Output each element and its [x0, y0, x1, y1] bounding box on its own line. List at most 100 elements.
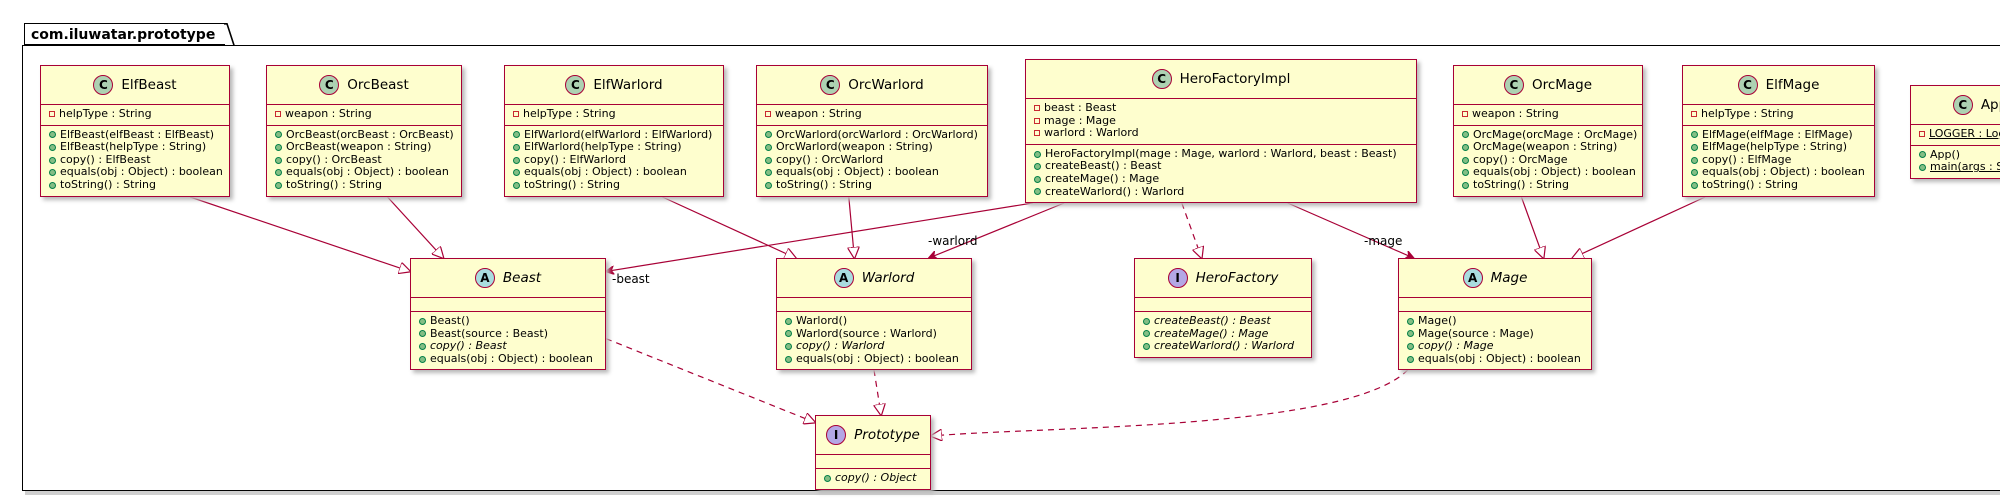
class-badge-icon: C [1952, 95, 1973, 115]
member-text: mage : Mage [1044, 113, 1116, 127]
member-text: OrcMage(weapon : String) [1473, 140, 1618, 154]
public-visibility-icon [513, 181, 520, 189]
class-member: copy() : ElfBeast [49, 153, 225, 167]
member-text: App() [1930, 147, 1961, 161]
member-text: toString() : String [60, 177, 156, 191]
member-text: createWarlord() : Warlord [1154, 339, 1295, 353]
class-badge-icon: C [93, 75, 114, 95]
member-text: copy() : ElfMage [1702, 152, 1792, 166]
public-visibility-icon [1407, 342, 1414, 350]
package-name: com.iluwatar.prototype [31, 27, 216, 43]
member-text: beast : Beast [1044, 101, 1117, 114]
public-visibility-icon [1407, 330, 1414, 338]
class-member: Beast() [419, 314, 601, 328]
class-name: ElfBeast [121, 76, 177, 93]
class-member: createWarlord() : Warlord [1034, 184, 1412, 199]
class-box-app[interactable]: CAppLOGGER : LoggerApp()main(args : Stri… [1910, 85, 2000, 179]
public-visibility-icon [513, 131, 520, 139]
class-member: Warlord() [785, 314, 967, 328]
class-member: mage : Mage [1034, 113, 1412, 128]
public-visibility-icon [275, 143, 282, 151]
methods-section: ElfWarlord(elfWarlord : ElfWarlord)ElfWa… [505, 126, 723, 196]
member-text: Mage() [1418, 314, 1457, 327]
methods-section: App()main(args : String[]) [1911, 146, 2000, 178]
class-name: OrcMage [1531, 76, 1593, 93]
class-name: OrcBeast [347, 76, 409, 93]
class-badge-icon: C [319, 75, 340, 95]
methods-section: HeroFactoryImpl(mage : Mage, warlord : W… [1026, 145, 1416, 202]
member-text: OrcWarlord(orcWarlord : OrcWarlord) [776, 127, 978, 141]
class-member: OrcMage(orcMage : OrcMage) [1462, 128, 1638, 142]
class-member: ElfWarlord(elfWarlord : ElfWarlord) [513, 128, 719, 142]
public-visibility-icon [49, 181, 56, 189]
class-badge-icon: C [1737, 75, 1758, 95]
member-text: toString() : String [1702, 177, 1798, 191]
class-member: copy() : Beast [419, 340, 601, 353]
member-text: HeroFactoryImpl(mage : Mage, warlord : W… [1045, 146, 1397, 160]
methods-section: OrcWarlord(orcWarlord : OrcWarlord)OrcWa… [757, 126, 987, 196]
fields-section: weapon : String [757, 105, 987, 126]
class-member: HeroFactoryImpl(mage : Mage, warlord : W… [1034, 146, 1412, 161]
class-badge-icon: C [565, 75, 586, 95]
class-member: Warlord(source : Warlord) [785, 327, 967, 341]
member-text: createWarlord() : Warlord [1045, 184, 1185, 198]
class-header: C OrcBeast [267, 66, 461, 105]
class-name: Warlord [861, 269, 915, 286]
package-frame [22, 45, 2000, 491]
private-visibility-icon [1691, 111, 1697, 118]
class-name: Mage [1490, 269, 1528, 286]
class-member: OrcWarlord(orcWarlord : OrcWarlord) [765, 127, 983, 142]
member-text: Beast() [430, 314, 470, 327]
class-member: warlord : Warlord [1034, 127, 1412, 140]
class-member: toString() : String [1462, 178, 1638, 192]
public-visibility-icon [1143, 317, 1150, 325]
member-text: copy() : OrcMage [1473, 152, 1568, 166]
public-visibility-icon [513, 143, 520, 151]
class-header: C ElfBeast [41, 66, 229, 105]
fields-section [1135, 298, 1311, 312]
member-text: equals(obj : Object) : boolean [430, 351, 593, 365]
member-text: equals(obj : Object) : boolean [1702, 165, 1865, 179]
methods-section: Warlord()Warlord(source : Warlord)copy()… [777, 312, 971, 369]
public-visibility-icon [513, 156, 520, 164]
class-member: OrcBeast(weapon : String) [275, 141, 457, 154]
public-visibility-icon [1462, 181, 1469, 189]
member-text: Mage(source : Mage) [1418, 326, 1534, 340]
public-visibility-icon [419, 355, 426, 363]
member-text: copy() : OrcWarlord [776, 152, 884, 166]
member-text: copy() : Warlord [796, 339, 885, 353]
class-member: createBeast() : Beast [1143, 314, 1307, 328]
class-member: toString() : String [765, 178, 983, 192]
member-text: OrcBeast(weapon : String) [286, 140, 432, 154]
member-text: helpType : String [59, 107, 152, 120]
fields-section: weapon : String [1454, 105, 1642, 126]
class-member: createMage() : Mage [1034, 172, 1412, 186]
class-member: createMage() : Mage [1143, 327, 1307, 341]
class-header: CApp [1911, 86, 2000, 125]
public-visibility-icon [1462, 131, 1469, 139]
member-text: createBeast() : Beast [1154, 314, 1271, 327]
public-visibility-icon [1691, 131, 1698, 139]
public-visibility-icon [1691, 156, 1698, 164]
member-text: OrcBeast(orcBeast : OrcBeast) [286, 127, 454, 141]
member-text: main(args : String[]) [1930, 160, 2000, 174]
public-visibility-icon [1691, 169, 1698, 177]
